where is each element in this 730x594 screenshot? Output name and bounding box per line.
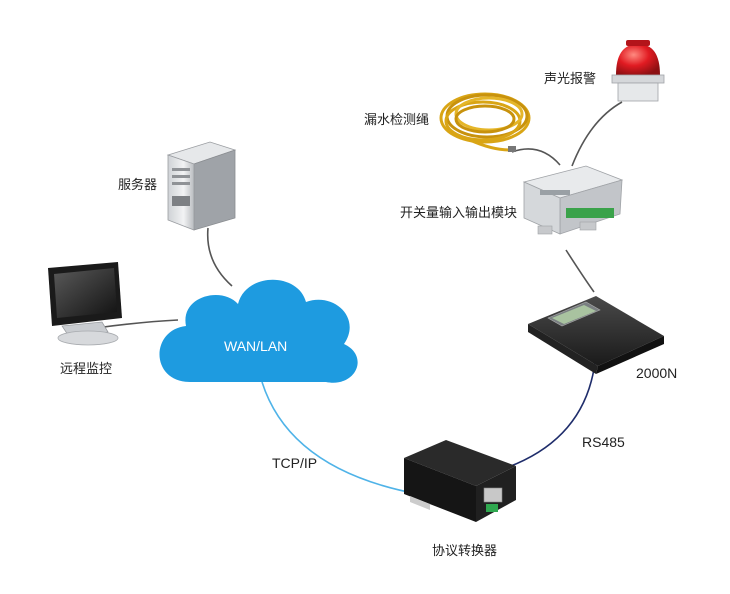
link-rope-module — [511, 148, 561, 166]
monitor-icon — [48, 262, 122, 346]
label-monitor: 远程监控 — [60, 361, 113, 376]
alarm-light-icon — [611, 40, 665, 102]
protocol-converter-icon — [404, 440, 516, 522]
label-alarm: 声光报警 — [544, 71, 597, 86]
label-tcpip: TCP/IP — [272, 455, 318, 471]
link-rs485 — [499, 351, 597, 471]
label-converter: 协议转换器 — [432, 543, 498, 558]
label-rs485: RS485 — [582, 434, 625, 450]
label-io-module: 开关量输入输出模块 — [400, 205, 518, 220]
label-controller: 2000N — [636, 365, 678, 381]
leak-detection-rope-icon — [439, 92, 531, 152]
cloud-icon — [159, 279, 358, 383]
server-tower-icon — [166, 141, 237, 231]
label-cloud: WAN/LAN — [224, 338, 288, 354]
link-server-cloud — [206, 227, 233, 287]
link-tcpip — [261, 381, 419, 495]
controller-panel-icon — [528, 296, 664, 374]
io-module-icon — [522, 165, 624, 235]
link-module-controller — [565, 249, 595, 293]
link-monitor-cloud — [95, 319, 179, 329]
link-alarm-module — [571, 101, 623, 167]
label-server: 服务器 — [118, 177, 158, 192]
label-leak-rope: 漏水检测绳 — [364, 112, 430, 127]
